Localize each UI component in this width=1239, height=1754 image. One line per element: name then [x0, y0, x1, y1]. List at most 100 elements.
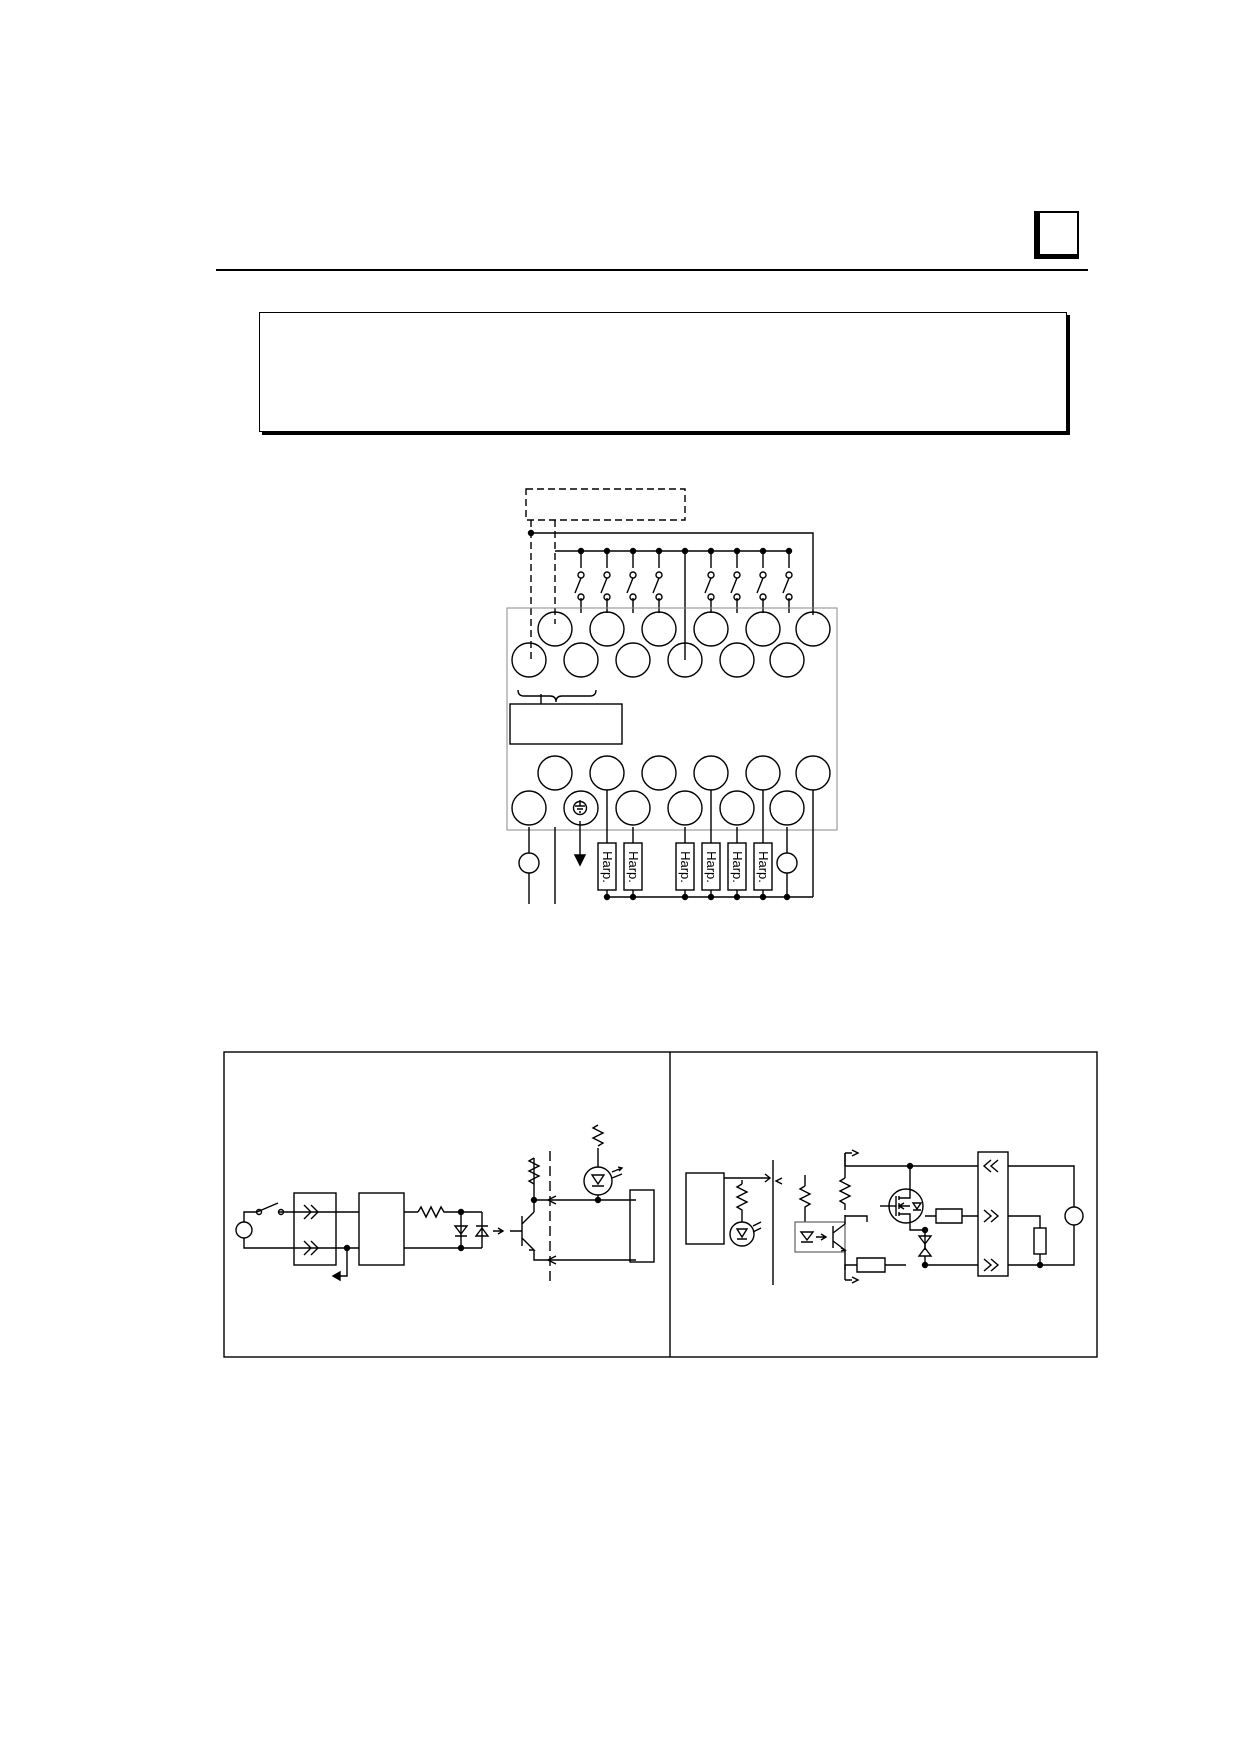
diode-rail	[460, 1212, 483, 1248]
switch-contact	[733, 593, 741, 601]
chapter-tab	[1034, 211, 1084, 261]
opto-led	[799, 1231, 815, 1243]
switch-contact	[759, 571, 767, 579]
terminal-screw	[745, 611, 781, 647]
external-supply-source	[1064, 1206, 1084, 1226]
switch-contact	[603, 593, 611, 601]
output-led-icon	[735, 1228, 749, 1240]
switch-contact	[255, 1208, 263, 1216]
input-switch	[256, 1202, 294, 1213]
terminal-screw	[589, 755, 625, 791]
input-switch	[574, 551, 582, 613]
note-box	[259, 312, 1067, 432]
terminal-screw	[589, 611, 625, 647]
junction	[603, 893, 611, 901]
terminal-screw	[693, 611, 729, 647]
panels-outer-border	[223, 1051, 1098, 1358]
internal-logic-block	[629, 1189, 655, 1263]
output-logic-block	[685, 1172, 725, 1245]
input-switch	[782, 551, 790, 613]
block-label-box	[509, 703, 623, 745]
output-bottom-rail	[844, 1256, 978, 1284]
switch-contact	[707, 571, 715, 579]
connector-wires	[294, 1211, 359, 1249]
load-resistor-body	[753, 842, 773, 891]
junction	[530, 1196, 538, 1204]
switch-contact	[655, 593, 663, 601]
status-led-circle	[583, 1166, 613, 1196]
input-source-leads	[243, 1211, 294, 1249]
pullup-resistor	[838, 1177, 852, 1210]
rail-junction	[527, 529, 535, 537]
load-label: Harp.	[678, 851, 693, 883]
switch-contact	[759, 593, 767, 601]
input-switch	[600, 551, 608, 613]
load-resistor-body	[701, 842, 721, 891]
input-switch	[730, 551, 738, 613]
load-label: Harp.	[626, 851, 641, 883]
terminal-screw	[511, 642, 547, 678]
terminals-upper	[511, 611, 831, 678]
junction	[759, 893, 767, 901]
external-load-resistor	[1033, 1227, 1047, 1255]
zener-diodes	[917, 1235, 933, 1257]
left-supply-source	[518, 852, 540, 874]
output-led-rays	[752, 1221, 762, 1233]
switch-contact	[733, 571, 741, 579]
phototransistor	[510, 1211, 536, 1251]
status-led-icon	[590, 1174, 606, 1187]
terminal-screw	[795, 611, 831, 647]
input-switch	[756, 551, 764, 613]
opto-transistor	[832, 1223, 848, 1252]
load-label: Harp.	[600, 851, 615, 883]
load-resistor-body	[727, 842, 747, 891]
junction	[707, 893, 715, 901]
output-led-resistor	[735, 1183, 749, 1216]
terminal-screw	[745, 755, 781, 791]
mosfet-symbol	[895, 1189, 911, 1223]
junction	[921, 1261, 929, 1269]
terminal-screw	[511, 790, 547, 826]
output-supply-rail	[845, 1149, 860, 1157]
load-resistor-body	[675, 842, 695, 891]
external-supply-box	[525, 488, 686, 521]
input-source	[235, 1221, 253, 1239]
switch-contact	[577, 571, 585, 579]
output-connector-pins	[982, 1159, 1000, 1272]
switch-contact	[785, 593, 793, 601]
load-resistors	[597, 790, 791, 901]
switch-contact	[603, 571, 611, 579]
terminal-screw	[795, 755, 831, 791]
load-label: Harp.	[756, 851, 771, 883]
terminal-screw	[641, 611, 677, 647]
arrow-head	[331, 1270, 341, 1282]
series-resistor	[925, 1208, 978, 1224]
input-switch	[626, 551, 634, 613]
output-circuit-panel	[685, 1149, 1084, 1285]
terminal-screw	[693, 755, 729, 791]
opto-resistor-left	[798, 1175, 812, 1222]
switch-contact	[655, 571, 663, 579]
input-filter-block	[358, 1192, 405, 1266]
filter-out-wires	[404, 1211, 482, 1249]
load-label: Harp.	[704, 851, 719, 883]
input-circuit-panel	[235, 1124, 655, 1282]
junction	[629, 893, 637, 901]
terminal-screw	[769, 790, 805, 826]
mosfet-body-diode	[911, 1202, 923, 1211]
junction	[921, 1226, 929, 1234]
output-connector	[977, 1151, 1009, 1277]
optocoupler-led	[474, 1225, 490, 1237]
junction	[594, 1196, 602, 1204]
external-load-wiring	[1008, 1165, 1075, 1266]
output-optocoupler	[794, 1221, 846, 1253]
terminal-block	[506, 607, 838, 831]
barrier-arrows	[724, 1173, 783, 1185]
switch-contact	[577, 593, 585, 601]
led-resistor	[591, 1124, 605, 1147]
terminal-screw	[563, 790, 599, 826]
protection-diode	[453, 1225, 469, 1237]
supply-dashed-leads	[530, 520, 556, 660]
opto-rays	[816, 1233, 828, 1241]
